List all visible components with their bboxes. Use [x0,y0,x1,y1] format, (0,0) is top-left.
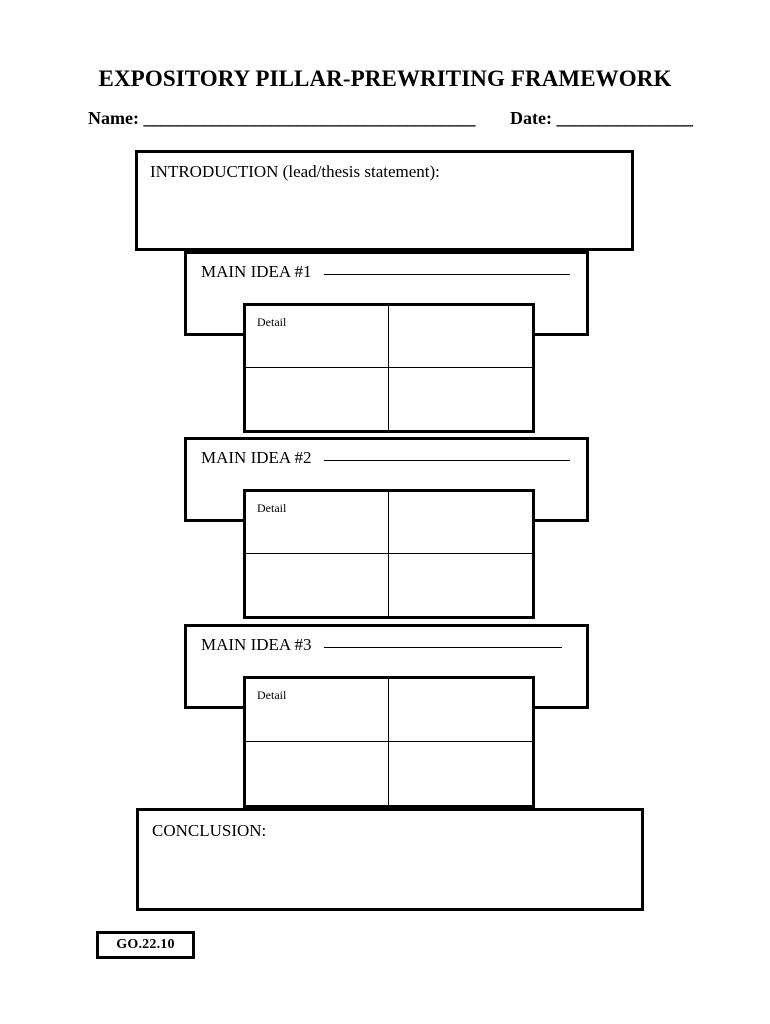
detail-cell[interactable] [389,492,532,554]
detail-cell[interactable] [389,368,532,430]
main-idea-2-label: MAIN IDEA #2 [201,448,570,468]
name-label: Name: [88,108,139,128]
conclusion-label: CONCLUSION: [152,821,267,840]
detail-label: Detail [257,315,287,329]
detail-cell[interactable] [389,742,532,805]
detail-grid-1: Detail [243,303,535,433]
name-input-rule[interactable]: _______________________________________ [143,108,475,128]
detail-cell[interactable]: Detail [246,306,389,368]
page-title: EXPOSITORY PILLAR-PREWRITING FRAMEWORK [98,66,672,91]
main-idea-1-label: MAIN IDEA #1 [201,262,570,282]
introduction-label: INTRODUCTION (lead/thesis statement): [150,162,440,181]
detail-cell[interactable]: Detail [246,679,389,742]
main-idea-3-label: MAIN IDEA #3 [201,635,562,655]
detail-grid-2: Detail [243,489,535,619]
detail-cell[interactable] [389,306,532,368]
detail-cell[interactable] [246,368,389,430]
detail-cell[interactable]: Detail [246,492,389,554]
detail-cell[interactable] [389,679,532,742]
main-idea-3-rule[interactable] [323,647,562,648]
name-date-row: Name: __________________________________… [88,108,693,129]
main-idea-1-text: MAIN IDEA #1 [201,262,312,281]
introduction-box[interactable]: INTRODUCTION (lead/thesis statement): [135,150,634,251]
date-label: Date: [509,108,552,128]
document-code-text: GO.22.10 [116,937,175,952]
detail-cell[interactable] [246,554,389,616]
main-idea-2-text: MAIN IDEA #2 [201,448,312,467]
main-idea-1-rule[interactable] [323,274,570,275]
main-idea-2-rule[interactable] [323,460,570,461]
detail-grid-3: Detail [243,676,535,808]
detail-cell[interactable] [389,554,532,616]
detail-label: Detail [257,688,287,702]
date-input-rule[interactable]: ________________ [556,108,693,128]
document-code-box: GO.22.10 [96,931,195,959]
detail-cell[interactable] [246,742,389,805]
detail-label: Detail [257,501,287,515]
conclusion-box[interactable]: CONCLUSION: [136,808,644,911]
main-idea-3-text: MAIN IDEA #3 [201,635,312,654]
